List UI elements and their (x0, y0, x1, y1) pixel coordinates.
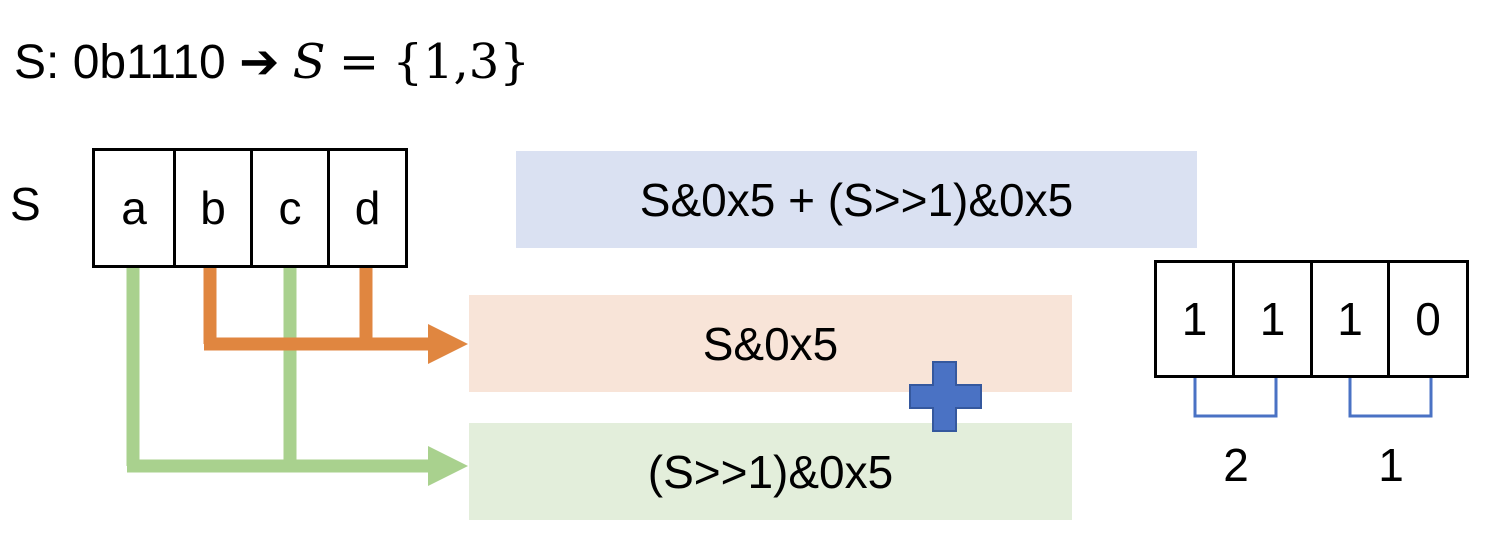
orange-connector (203, 265, 430, 351)
arrow-icon: ➔ (239, 36, 280, 89)
bit-letter-cell: a (95, 151, 176, 265)
formula-odd-box: (S>>1)&0x5 (469, 423, 1072, 520)
green-arrowhead (428, 446, 468, 486)
pair-count-left: 2 (1223, 439, 1249, 491)
bit-value-cell: 0 (1415, 293, 1441, 345)
orange-arrowhead (428, 324, 468, 364)
bit-letter-cells: a b c d (92, 148, 408, 268)
bit-letter-cell: b (176, 151, 253, 265)
bracket-right (1348, 377, 1433, 418)
title-prefix: S: 0b1110 (14, 36, 226, 89)
pair-count-right: 1 (1378, 439, 1404, 491)
bit-value-cells: 1 1 1 0 (1154, 260, 1469, 378)
page-title: S: 0b1110 ➔ S = {1,3} (14, 22, 530, 103)
bracket-left (1193, 377, 1278, 418)
bit-value-cell: 1 (1313, 263, 1390, 375)
formula-even-box: S&0x5 (469, 295, 1072, 392)
bit-letter-cell: d (354, 182, 381, 234)
bit-letter-cell: c (253, 151, 330, 265)
title-equals: = (338, 34, 380, 90)
title-set-value: {1,3} (392, 34, 530, 90)
bit-value-cell: 1 (1235, 263, 1313, 375)
formula-total-box: S&0x5 + (S>>1)&0x5 (516, 151, 1197, 248)
bit-value-cell: 1 (1157, 263, 1235, 375)
green-connector (126, 265, 430, 473)
title-set-var: S (292, 34, 326, 90)
set-label: S (10, 178, 41, 230)
